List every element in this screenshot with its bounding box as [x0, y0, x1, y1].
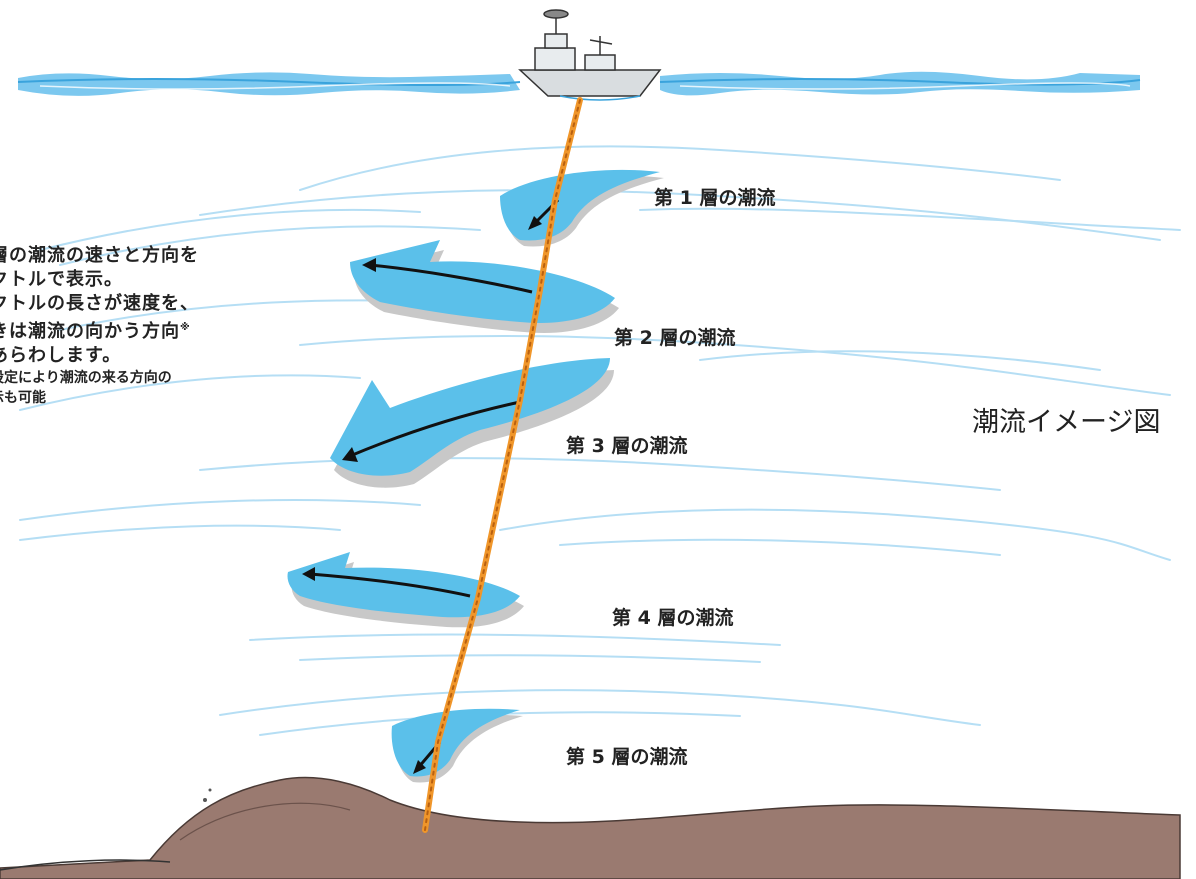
diagram-title: 潮流イメージ図: [972, 407, 1161, 438]
sensor-cable: [422, 97, 583, 833]
current-vector-layer-1: [500, 169, 664, 247]
sea-surface: [17, 71, 1141, 96]
explanation-text: 層の潮流の速さと方向を クトルで表示。 クトルの長さが速度を、 きは潮流の向かう…: [0, 244, 199, 408]
explanation-line-5: あらわします。: [0, 345, 122, 366]
footnote-mark: ※: [180, 322, 191, 333]
explanation-note-1: 設定により潮流の来る方向の: [0, 370, 172, 386]
explanation-note-2: 示も可能: [0, 390, 46, 406]
layer-3-label: 第 3 層の潮流: [566, 435, 688, 457]
explanation-line-4-text: きは潮流の向かう方向: [0, 321, 180, 342]
layer-5-label: 第 5 層の潮流: [566, 746, 688, 768]
explanation-line-4: きは潮流の向かう方向※: [0, 316, 199, 344]
current-vector-layer-5: [391, 708, 523, 783]
explanation-line-2: クトルで表示。: [0, 269, 123, 290]
layer-4-label: 第 4 層の潮流: [612, 607, 734, 629]
layer-1-label: 第 1 層の潮流: [654, 187, 776, 209]
explanation-line-1: 層の潮流の速さと方向を: [0, 245, 199, 266]
current-vector-layer-4: [287, 552, 524, 628]
explanation-line-3: クトルの長さが速度を、: [0, 293, 199, 314]
current-vector-layer-2: [350, 240, 619, 333]
sea-bed: [0, 776, 1181, 879]
ship: [518, 9, 662, 101]
current-vector-layer-3: [330, 358, 614, 488]
layer-2-label: 第 2 層の潮流: [614, 327, 736, 349]
